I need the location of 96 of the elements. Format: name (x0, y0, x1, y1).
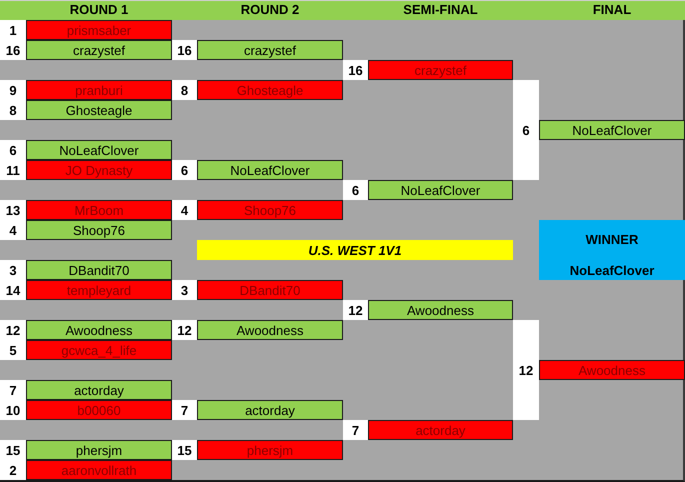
seed-number: 4 (0, 220, 26, 240)
column-heading: SEMI-FINAL (403, 1, 478, 19)
player-slot (26, 80, 172, 100)
player-slot (197, 160, 343, 180)
seed-number: 7 (0, 380, 26, 400)
player-name: crazystef (414, 62, 466, 78)
player-slot (26, 200, 172, 220)
player-name: phersjm (246, 442, 294, 458)
seed-number: 16 (343, 60, 368, 80)
column-heading: ROUND 2 (240, 1, 300, 19)
seed-number: 5 (0, 340, 26, 360)
player-name: Awoodness (578, 362, 646, 378)
seed-number: 3 (0, 260, 26, 280)
player-slot (197, 320, 343, 340)
player-slot (26, 340, 172, 360)
player-slot (26, 20, 172, 40)
winner-name: NoLeafClover (570, 263, 654, 279)
player-name: crazystef (244, 42, 296, 58)
column-heading: ROUND 1 (70, 1, 128, 19)
player-slot (197, 440, 343, 460)
player-slot (197, 80, 343, 100)
player-slot (26, 440, 172, 460)
player-name: phersjm (76, 442, 122, 458)
player-slot (197, 400, 343, 420)
player-slot (26, 380, 172, 400)
player-name: NoLeafClover (230, 162, 310, 178)
player-slot (26, 140, 172, 160)
seed-number: 6 (172, 160, 197, 180)
seed-number: 1 (0, 20, 26, 40)
player-name: Awoodness (66, 322, 132, 338)
player-name: pranburi (75, 82, 123, 98)
seed-number: 2 (0, 460, 26, 480)
seed-number: 16 (172, 40, 197, 60)
player-name: Ghosteagle (66, 102, 132, 118)
player-slot (26, 460, 172, 480)
player-slot (26, 220, 172, 240)
player-name: templeyard (66, 282, 132, 298)
seed-number: 11 (0, 160, 26, 180)
player-name: gcwca_4_life (61, 342, 137, 358)
player-slot (368, 300, 513, 320)
seed-number: 9 (0, 80, 26, 100)
seed-number: 7 (343, 420, 368, 440)
player-name: NoLeafClover (400, 182, 480, 198)
seed-number: 10 (0, 400, 26, 420)
player-slot (368, 420, 513, 440)
seed-number: 3 (172, 280, 197, 300)
player-slot (539, 120, 685, 140)
seed-number: 16 (0, 40, 26, 60)
player-name: NoLeafClover (59, 142, 139, 158)
player-name: actorday (245, 402, 295, 418)
player-name: DBandit70 (240, 282, 300, 298)
seed-number: 12 (343, 300, 368, 320)
player-name: NoLeafClover (572, 122, 652, 138)
player-slot (368, 180, 513, 200)
seed-number: 6 (0, 140, 26, 160)
player-name: crazystef (72, 42, 125, 58)
player-name: Shoop76 (72, 222, 126, 238)
player-name: DBandit70 (68, 262, 130, 278)
player-name: aaronvollrath (61, 462, 137, 478)
player-name: Awoodness (407, 302, 474, 318)
seed-number: 4 (172, 200, 197, 220)
player-slot (26, 400, 172, 420)
player-slot (197, 40, 343, 60)
seed-number: 13 (0, 200, 26, 220)
player-slot (26, 40, 172, 60)
player-name: actorday (74, 382, 124, 398)
player-name: Awoodness (236, 322, 304, 338)
winner-heading: WINNER (586, 232, 638, 248)
seed-number: 8 (0, 100, 26, 120)
player-slot (26, 160, 172, 180)
player-name: actorday (416, 422, 466, 438)
seed-number: 6 (343, 180, 368, 200)
player-slot (26, 260, 172, 280)
seed-number: 15 (172, 440, 197, 460)
player-slot (539, 360, 685, 380)
player-name: b00060 (77, 402, 121, 418)
winner-panel (539, 220, 685, 280)
seed-number: 8 (172, 80, 197, 100)
seed-number: 12 (0, 320, 26, 340)
seed-number: 12 (172, 320, 197, 340)
player-slot (197, 280, 343, 300)
player-name: MrBoom (74, 202, 124, 218)
player-name: Shoop76 (244, 202, 296, 218)
title-banner: U.S. WEST 1V1 (197, 240, 513, 260)
player-slot (26, 100, 172, 120)
player-name: prismsaber (66, 22, 132, 38)
column-heading: FINAL (592, 1, 632, 19)
player-name: Ghosteagle (236, 82, 304, 98)
seed-number: 7 (172, 400, 197, 420)
seed-number: 14 (0, 280, 26, 300)
player-slot (197, 200, 343, 220)
seed-number: 15 (0, 440, 26, 460)
player-slot (368, 60, 513, 80)
player-slot (26, 280, 172, 300)
player-name: JO Dynasty (65, 162, 133, 178)
player-slot (26, 320, 172, 340)
